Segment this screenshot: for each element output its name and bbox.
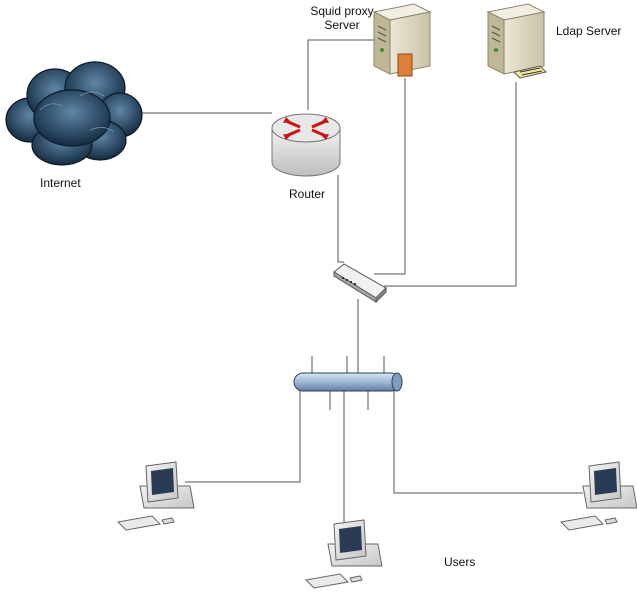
computer-icon bbox=[559, 461, 637, 531]
router-icon bbox=[271, 113, 341, 177]
link-router-switch bbox=[337, 175, 344, 263]
switch-icon bbox=[333, 263, 387, 304]
link-ldap-switch bbox=[384, 82, 517, 287]
link-bus-pc-right bbox=[393, 390, 583, 494]
squid-proxy-label-line2: Server bbox=[324, 18, 360, 32]
bus-icon bbox=[293, 372, 403, 392]
ldap-server-label: Ldap Server bbox=[556, 24, 622, 38]
squid-proxy-server-label: Squid proxy Server bbox=[306, 4, 378, 32]
computer-icon bbox=[304, 519, 383, 589]
router-label: Router bbox=[289, 187, 326, 201]
link-router-squid bbox=[307, 39, 374, 110]
connection-lines bbox=[138, 39, 583, 528]
directory-book-icon bbox=[513, 65, 547, 79]
cloud-icon bbox=[5, 61, 143, 166]
squid-proxy-label-line1: Squid proxy bbox=[310, 4, 374, 18]
link-squid-switch bbox=[374, 78, 406, 275]
link-bus-pc-left bbox=[185, 390, 301, 483]
internet-label: Internet bbox=[40, 176, 81, 190]
server-icon bbox=[486, 3, 547, 79]
server-icon bbox=[372, 3, 432, 77]
computer-icon bbox=[116, 461, 195, 531]
users-label: Users bbox=[444, 555, 476, 569]
